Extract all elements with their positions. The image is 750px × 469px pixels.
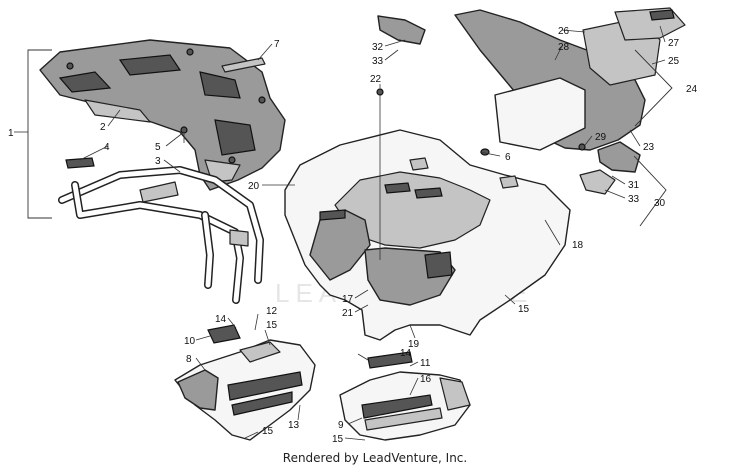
callout-labels: 1 2 3 4 5 7 20 6 22 17 21 19 18 15 32 33… xyxy=(8,26,698,445)
decal-part-7 xyxy=(221,57,266,73)
callout-19: 19 xyxy=(408,339,420,350)
callout-11: 11 xyxy=(420,358,431,369)
bolt-part-22 xyxy=(376,88,384,96)
left-footwell-part xyxy=(174,324,316,441)
callout-13: 13 xyxy=(288,420,300,431)
callout-4: 4 xyxy=(104,142,110,153)
callout-25: 25 xyxy=(668,56,680,67)
rear-fender-body-part xyxy=(284,129,571,341)
footer-credit: Rendered by LeadVenture, Inc. xyxy=(282,451,468,465)
right-footwell-part xyxy=(339,351,471,441)
callout-8: 8 xyxy=(186,354,192,365)
callout-1: 1 xyxy=(8,128,14,139)
callout-15b: 15 xyxy=(266,320,278,331)
callout-12: 12 xyxy=(266,306,278,317)
callout-30: 30 xyxy=(654,198,666,209)
callout-22: 22 xyxy=(370,74,382,85)
callout-21: 21 xyxy=(342,308,354,319)
leader-lines xyxy=(14,25,666,441)
grommet-part-6 xyxy=(480,148,490,156)
callout-7: 7 xyxy=(274,39,280,50)
callout-9: 9 xyxy=(338,420,344,431)
callout-10: 10 xyxy=(184,336,196,347)
callout-32: 32 xyxy=(372,42,384,53)
bracket-part-32 xyxy=(377,15,426,45)
screw-part-5 xyxy=(180,126,188,143)
rear-rack-part xyxy=(39,39,286,191)
bracket-group-24 xyxy=(634,49,673,127)
callout-23: 23 xyxy=(643,142,655,153)
callout-14a: 14 xyxy=(215,314,227,325)
callout-20: 20 xyxy=(248,181,260,192)
callout-6: 6 xyxy=(505,152,511,163)
rack-frame-part xyxy=(58,166,264,304)
callout-15a: 15 xyxy=(518,304,530,315)
bracket-group-1 xyxy=(27,49,52,219)
bracket-part-31b xyxy=(579,169,616,195)
callout-28: 28 xyxy=(558,42,570,53)
callout-27: 27 xyxy=(668,38,680,49)
callout-16: 16 xyxy=(420,374,432,385)
callout-29: 29 xyxy=(595,132,607,143)
decal-part-4 xyxy=(65,157,95,169)
callout-14b: 14 xyxy=(400,348,412,359)
bracket-part-31 xyxy=(597,141,641,173)
callout-26: 26 xyxy=(558,26,570,37)
callout-33b: 33 xyxy=(628,194,640,205)
callout-3: 3 xyxy=(155,156,161,167)
callout-18: 18 xyxy=(572,240,584,251)
callout-15c: 15 xyxy=(262,426,274,437)
callout-31: 31 xyxy=(628,180,640,191)
front-storage-part xyxy=(454,7,686,151)
screw-part-29 xyxy=(578,143,586,151)
callout-17: 17 xyxy=(342,294,354,305)
callout-24: 24 xyxy=(686,84,698,95)
callout-2: 2 xyxy=(100,122,106,133)
callout-15d: 15 xyxy=(332,434,344,445)
callout-5: 5 xyxy=(155,142,161,153)
callout-33a: 33 xyxy=(372,56,384,67)
bracket-group-30 xyxy=(633,155,667,227)
